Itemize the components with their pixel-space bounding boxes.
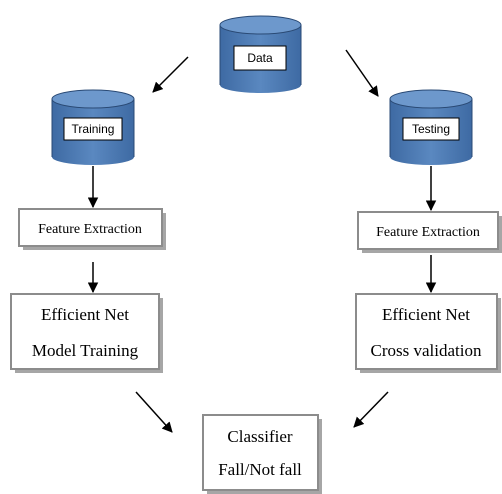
- arrow-data-to-testing: [345, 49, 379, 97]
- feature-extraction-right-box: Feature Extraction: [357, 211, 502, 253]
- efficient-net-right-line1: Efficient Net: [382, 305, 470, 324]
- feature-extraction-left-box: Feature Extraction: [18, 208, 166, 250]
- testing-cylinder: Testing: [389, 89, 473, 165]
- efficient-net-left-line1: Efficient Net: [41, 305, 129, 324]
- arrow-efficient-left-to-classifier: [135, 391, 173, 433]
- efficient-net-right-line2: Cross validation: [371, 341, 482, 360]
- feature-extraction-left-label: Feature Extraction: [38, 222, 142, 237]
- training-label: Training: [72, 122, 115, 136]
- efficient-net-training-box: Efficient Net Model Training: [10, 293, 163, 373]
- arrow-efficient-right-to-classifier: [353, 391, 389, 428]
- efficient-net-validation-box: Efficient Net Cross validation: [355, 293, 501, 373]
- classifier-box: Classifier Fall/Not fall: [202, 414, 322, 494]
- feature-extraction-right-label: Feature Extraction: [376, 225, 480, 240]
- testing-label: Testing: [412, 122, 450, 136]
- arrow-data-to-training: [152, 56, 189, 93]
- data-cylinder: Data: [219, 15, 302, 93]
- data-label: Data: [247, 51, 273, 65]
- classifier-line2: Fall/Not fall: [218, 460, 302, 479]
- training-cylinder: Training: [51, 89, 135, 165]
- efficient-net-left-line2: Model Training: [32, 341, 139, 360]
- classifier-line1: Classifier: [227, 427, 292, 446]
